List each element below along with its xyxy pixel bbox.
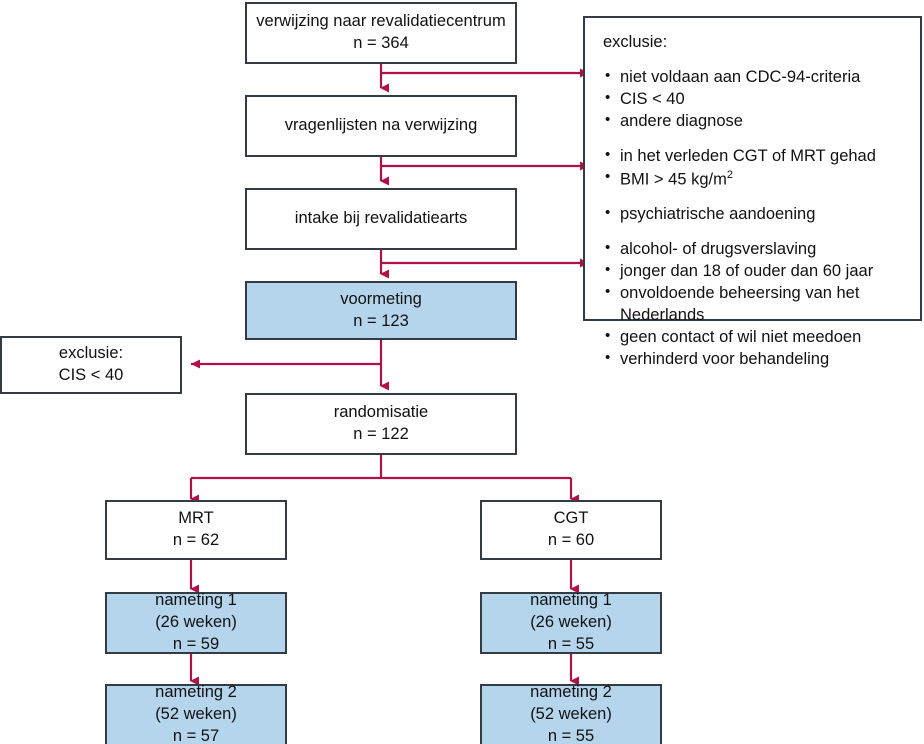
exclusion-criteria-text: jonger dan 18 of ouder dan 60 jaar	[620, 262, 874, 280]
node-mrt-follow1-count: n = 59	[172, 634, 220, 653]
exclusion-criteria-item: • geen contact of wil niet meedoen	[603, 327, 904, 349]
bullet-icon: •	[605, 282, 611, 300]
node-intake-label: intake bij revalidatiearts	[294, 209, 468, 228]
exclusion-criteria-item: • verhinderd voor behandeling	[603, 349, 904, 371]
exclusion-criteria-text: psychiatrische aandoening	[620, 205, 816, 224]
node-baseline-measurement[interactable]: voormeting n = 123	[245, 281, 517, 340]
exclusion-criteria-text: alcohol- of drugsverslaving	[620, 240, 817, 259]
node-randomisation-label: randomisatie	[333, 403, 429, 422]
bullet-icon: •	[605, 326, 611, 344]
bullet-icon: •	[605, 167, 611, 185]
node-mrt-follow1-period: (26 weken)	[155, 613, 237, 632]
node-randomisation[interactable]: randomisatie n = 122	[245, 393, 517, 455]
node-exclusion-cis-count: CIS < 40	[58, 366, 124, 384]
exclusion-criteria-text: CIS < 40	[620, 89, 685, 108]
node-questionnaires-label: vragenlijsten na verwijzing	[284, 116, 478, 135]
bullet-icon: •	[605, 348, 611, 366]
node-cgt-follow2-label: nameting 2	[530, 683, 612, 702]
node-randomisation-count: n = 122	[353, 425, 409, 443]
node-cgt-label: CGT	[553, 509, 589, 528]
exclusion-criteria-text: onvoldoende beheersing van het	[620, 283, 860, 302]
node-mrt-follow1[interactable]: nameting 1 (26 weken) n = 59	[105, 591, 287, 654]
node-exclusion-cis[interactable]: exclusie: CIS < 40	[0, 336, 182, 394]
node-mrt-follow1-label: nameting 1	[155, 591, 237, 610]
exclusion-criteria-item: • CIS < 40	[603, 89, 904, 111]
node-cgt-follow1-label: nameting 1	[530, 591, 612, 610]
node-mrt-follow2-count: n = 57	[172, 726, 220, 744]
bullet-icon: •	[605, 66, 611, 84]
exclusion-criteria-item: • andere diagnose	[603, 111, 904, 133]
bullet-icon: •	[605, 145, 611, 163]
node-referral-label: verwijzing naar revalidatiecentrum	[256, 12, 506, 31]
exclusion-criteria-text-continuation: Nederlands	[620, 305, 705, 324]
node-cgt[interactable]: CGT n = 60	[480, 500, 662, 560]
node-cgt-follow2[interactable]: nameting 2 (52 weken) n = 55	[480, 683, 662, 744]
exclusion-criteria-text: BMI > 45 kg/m	[620, 170, 727, 189]
exclusion-panel-heading: exclusie:	[603, 33, 668, 51]
node-mrt[interactable]: MRT n = 62	[105, 500, 287, 560]
node-intake[interactable]: intake bij revalidatiearts	[245, 188, 517, 250]
node-referral[interactable]: verwijzing naar revalidatiecentrum n = 3…	[245, 2, 517, 64]
exclusion-criteria-text: in het verleden CGT of MRT gehad	[620, 146, 876, 165]
exclusion-criteria-text: niet voldaan aan CDC-94-criteria	[620, 67, 861, 86]
exclusion-criteria-text: andere diagnose	[620, 111, 743, 130]
bullet-icon: •	[605, 239, 611, 257]
node-cgt-follow1-period: (26 weken)	[530, 613, 612, 632]
node-cgt-follow2-period: (52 weken)	[530, 705, 612, 724]
node-mrt-count: n = 62	[172, 531, 220, 549]
node-cgt-follow1-count: n = 55	[547, 634, 595, 653]
node-cgt-follow1[interactable]: nameting 1 (26 weken) n = 55	[480, 591, 662, 654]
node-mrt-follow2[interactable]: nameting 2 (52 weken) n = 57	[105, 683, 287, 744]
exclusion-criteria-panel[interactable]: exclusie: • niet voldaan aan CDC-94-crite…	[583, 16, 922, 368]
exclusion-criteria-item: • BMI > 45 kg/m2	[603, 168, 904, 191]
node-baseline-label: voormeting	[340, 289, 422, 308]
exclusion-criteria-item: • alcohol- of drugsverslaving	[603, 239, 904, 261]
exclusion-criteria-text: geen contact of wil niet meedoen	[620, 327, 862, 346]
bullet-icon: •	[605, 88, 611, 106]
node-baseline-count: n = 123	[353, 311, 409, 330]
node-mrt-follow2-period: (52 weken)	[155, 705, 237, 724]
bullet-icon: •	[605, 204, 611, 222]
exclusion-criteria-text: verhinderd voor behandeling	[620, 349, 830, 368]
superscript-text: 2	[726, 168, 733, 181]
exclusion-criteria-item: • in het verleden CGT of MRT gehad	[603, 146, 904, 168]
node-mrt-label: MRT	[178, 509, 214, 528]
node-referral-count: n = 364	[353, 34, 409, 52]
node-cgt-follow2-count: n = 55	[547, 726, 595, 744]
exclusion-criteria-item: • jonger dan 18 of ouder dan 60 jaar	[603, 261, 904, 283]
bullet-icon: •	[605, 261, 611, 278]
node-questionnaires[interactable]: vragenlijsten na verwijzing	[245, 95, 517, 157]
exclusion-criteria-list: • niet voldaan aan CDC-94-criteria • CIS < …	[603, 67, 904, 371]
node-mrt-follow2-label: nameting 2	[155, 683, 237, 702]
exclusion-criteria-item: • psychiatrische aandoening	[603, 204, 904, 226]
node-exclusion-cis-label: exclusie:	[58, 344, 124, 363]
bullet-icon: •	[605, 110, 611, 128]
exclusion-criteria-item: • niet voldaan aan CDC-94-criteria	[603, 67, 904, 89]
node-cgt-count: n = 60	[547, 531, 595, 549]
